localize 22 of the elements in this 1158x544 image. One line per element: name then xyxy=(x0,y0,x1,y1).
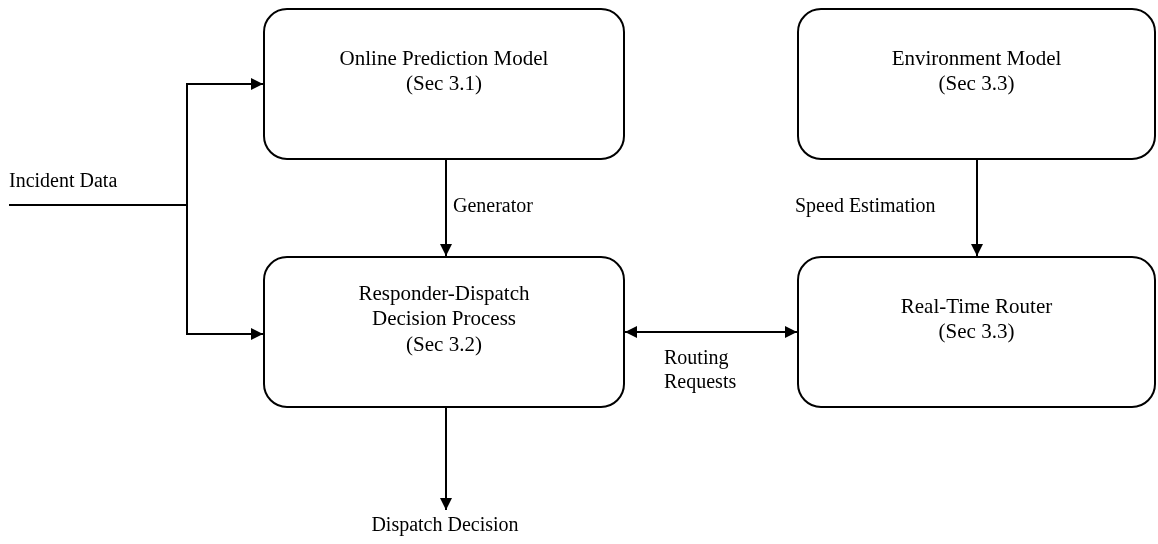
process-box xyxy=(797,8,1156,160)
arrow xyxy=(440,407,452,511)
section-reference: (Sec 3.2) xyxy=(406,331,482,357)
edge-label: Generator xyxy=(453,193,533,217)
process-box xyxy=(263,8,625,160)
section-reference: (Sec 3.3) xyxy=(938,71,1015,97)
process-box xyxy=(263,256,625,408)
box-title: Online Prediction Model xyxy=(339,45,549,71)
arrow xyxy=(8,204,264,340)
arrow xyxy=(440,159,452,257)
flow-label: Incident Data xyxy=(9,168,118,192)
edge-label: Routing Requests xyxy=(664,345,738,393)
process-box xyxy=(797,256,1156,408)
arrow xyxy=(624,326,798,338)
flow-label: Dispatch Decision xyxy=(371,512,519,536)
box-title: Environment Model xyxy=(891,45,1062,71)
section-reference: (Sec 3.3) xyxy=(938,319,1015,345)
edge-label: Speed Estimation xyxy=(795,193,936,217)
box-title: Real-Time Router xyxy=(900,293,1053,319)
arrow xyxy=(971,159,983,257)
box-title: Responder-Dispatch Decision Process xyxy=(357,281,531,332)
section-reference: (Sec 3.1) xyxy=(406,71,482,97)
